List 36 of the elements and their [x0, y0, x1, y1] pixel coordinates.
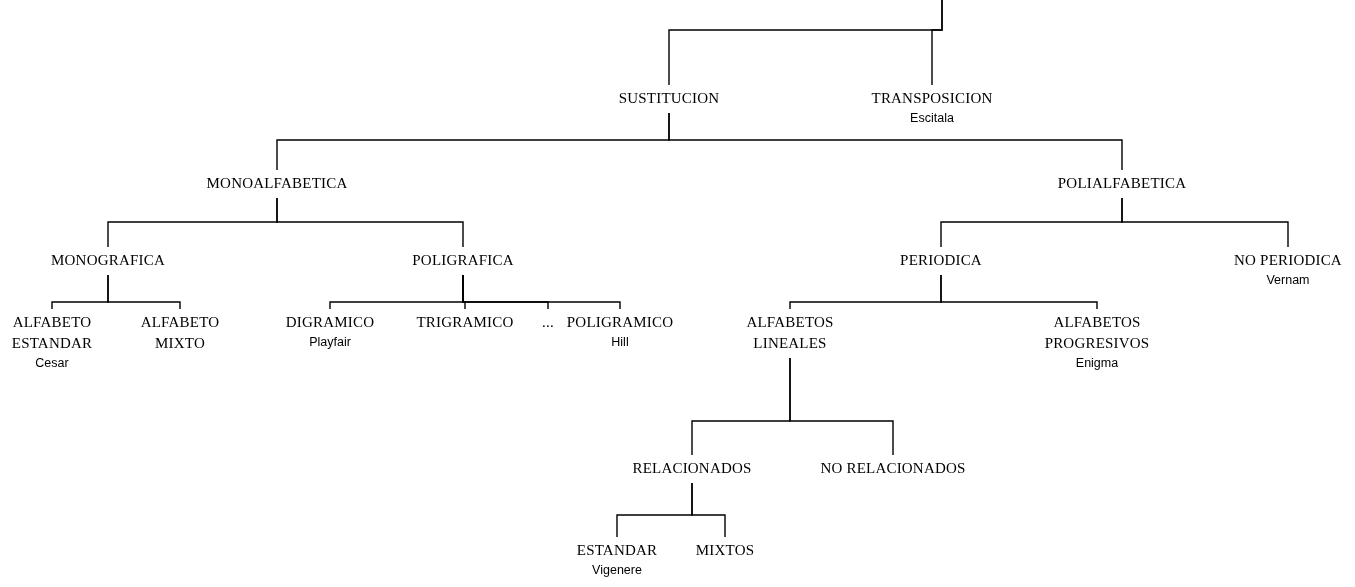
category-label: ALFABETO ESTANDAR	[10, 313, 94, 353]
tree-connector	[462, 274, 621, 310]
category-label: ALFABETO MIXTO	[139, 313, 221, 353]
tree-connector	[691, 482, 726, 538]
example-label: Cesar	[35, 355, 69, 372]
category-label: ESTANDAR	[576, 541, 658, 560]
tree-connector	[940, 274, 1098, 310]
example-label: Enigma	[1075, 355, 1119, 372]
category-label: MONOALFABETICA	[206, 174, 348, 193]
category-label: ...	[542, 313, 554, 332]
category-label: MONOGRAFICA	[51, 251, 165, 270]
tree-connector	[789, 357, 894, 456]
example-label: Vigenere	[592, 562, 642, 579]
category-label: POLIGRAMICO	[566, 313, 674, 332]
category-label: TRANSPOSICION	[871, 89, 993, 108]
tree-connector	[668, 112, 1123, 171]
category-label: MIXTOS	[695, 541, 755, 560]
tree-connector	[276, 197, 464, 248]
example-label: Vernam	[1266, 272, 1310, 289]
category-label: POLIALFABETICA	[1057, 174, 1187, 193]
example-label: Hill	[611, 334, 629, 351]
category-label: NO RELACIONADOS	[820, 459, 966, 478]
category-label: NO PERIODICA	[1234, 251, 1342, 270]
category-label: POLIGRAFICA	[412, 251, 514, 270]
category-label: SUSTITUCION	[618, 89, 720, 108]
category-label: ALFABETOS LINEALES	[745, 313, 835, 353]
tree-connector	[1121, 197, 1289, 248]
category-label: ALFABETOS PROGRESIVOS	[1043, 313, 1151, 353]
example-label: Escitala	[910, 110, 954, 127]
tree-connector	[107, 274, 181, 310]
category-label: PERIODICA	[900, 251, 982, 270]
category-label: TRIGRAMICO	[416, 313, 514, 332]
category-label: DIGRAMICO	[285, 313, 375, 332]
tree-connector	[931, 0, 943, 86]
example-label: Playfair	[309, 334, 351, 351]
category-label: RELACIONADOS	[632, 459, 752, 478]
